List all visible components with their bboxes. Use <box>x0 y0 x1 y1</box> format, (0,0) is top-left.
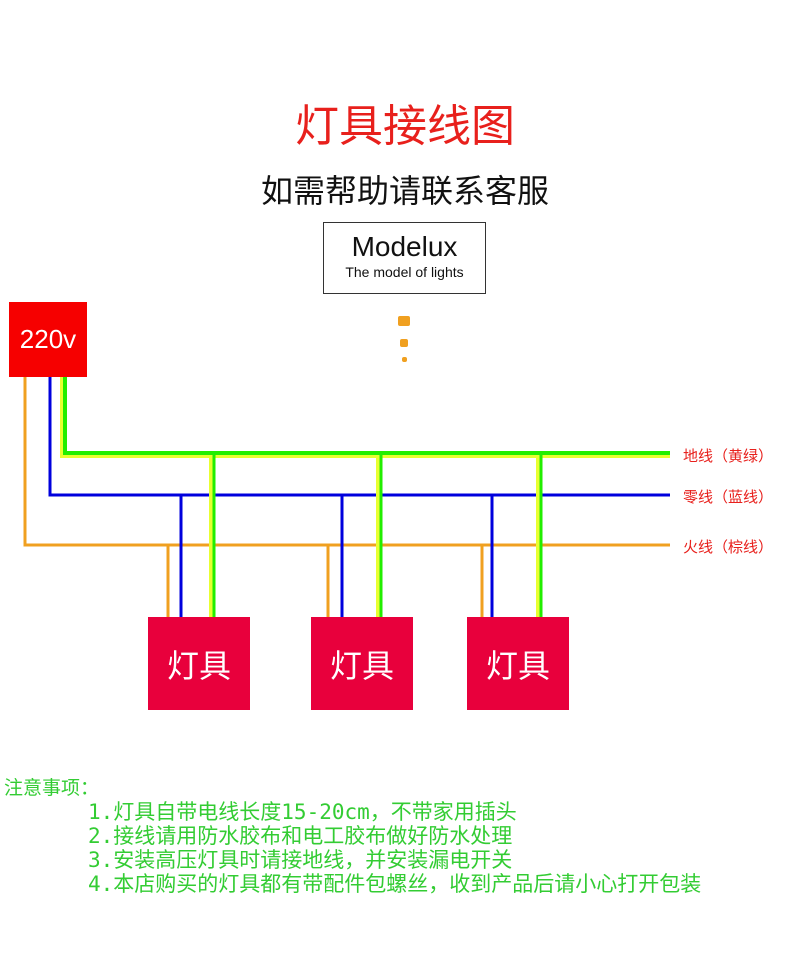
note-item: 2.接线请用防水胶布和电工胶布做好防水处理 <box>88 824 513 848</box>
dot-icon <box>398 316 410 326</box>
lamp-box: 灯具 <box>148 617 250 710</box>
note-item: 3.安装高压灯具时请接地线，并安装漏电开关 <box>88 848 513 872</box>
live-wire <box>23 377 670 547</box>
dot-icon <box>402 357 407 362</box>
live-wire-label: 火线（棕线） <box>683 538 774 556</box>
brand-logo: Modelux The model of lights <box>323 222 486 294</box>
lamp-box: 灯具 <box>311 617 413 710</box>
ground-wire <box>63 377 670 455</box>
notes-heading: 注意事项： <box>4 777 100 799</box>
neutral-wire-label: 零线（蓝线） <box>683 488 774 506</box>
logo-tagline: The model of lights <box>345 264 464 280</box>
logo-name: Modelux <box>351 231 458 262</box>
lamp-box: 灯具 <box>467 617 569 710</box>
power-source-220v: 220v <box>9 302 87 377</box>
dot-icon <box>400 339 408 347</box>
note-item: 1.灯具自带电线长度15-20cm，不带家用插头 <box>88 800 517 824</box>
ground-wire-label: 地线（黄绿） <box>683 447 774 465</box>
note-item: 4.本店购买的灯具都有带配件包螺丝，收到产品后请小心打开包装 <box>88 872 702 896</box>
page-subtitle: 如需帮助请联系客服 <box>260 172 549 210</box>
ground-wire-yellow <box>60 377 670 458</box>
neutral-wire <box>48 377 670 497</box>
page-title: 灯具接线图 <box>295 101 515 152</box>
